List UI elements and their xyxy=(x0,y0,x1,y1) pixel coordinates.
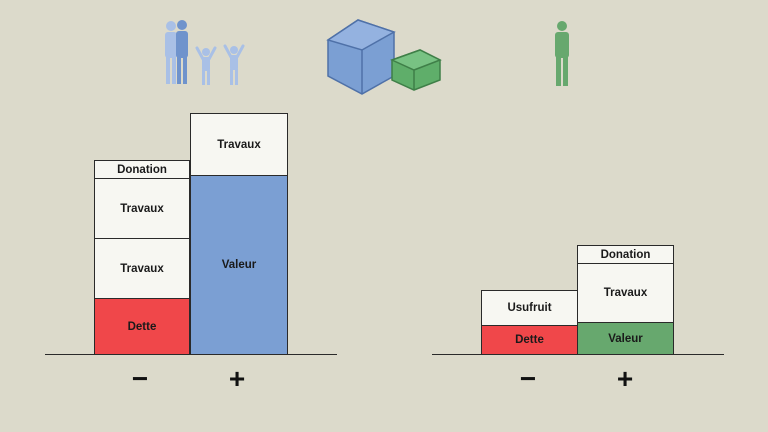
right-dette-label: Dette xyxy=(515,334,544,346)
left-donation-block: Donation xyxy=(94,160,190,179)
left-minus-sign: − xyxy=(131,363,149,394)
family-people-icon xyxy=(165,20,245,85)
left-donation-label: Donation xyxy=(117,163,167,176)
right-usufruit-label: Usufruit xyxy=(507,302,552,314)
left-travaux-label-2: Travaux xyxy=(120,262,164,275)
right-minus-sign: − xyxy=(519,363,537,394)
right-donation-block: Donation xyxy=(577,245,674,264)
right-travaux-label: Travaux xyxy=(603,287,648,299)
left-travaux-block-2: Travaux xyxy=(94,238,190,299)
house-building-icon xyxy=(326,19,442,95)
right-plus-sign: + xyxy=(616,363,634,394)
right-donation-label: Donation xyxy=(600,248,651,261)
right-valeur-block: Valeur xyxy=(577,322,674,355)
left-travaux-block-1: Travaux xyxy=(94,178,190,239)
left-travaux-label-1: Travaux xyxy=(120,202,164,215)
single-person-icon xyxy=(555,21,569,86)
left-dette-label: Dette xyxy=(127,320,157,333)
left-valeur-label: Valeur xyxy=(221,259,257,271)
left-valeur-block: Valeur xyxy=(190,175,288,355)
left-plus-travaux-block: Travaux xyxy=(190,113,288,176)
left-plus-sign: + xyxy=(228,363,246,394)
right-dette-block: Dette xyxy=(481,325,578,355)
right-valeur-label: Valeur xyxy=(608,332,643,345)
left-dette-block: Dette xyxy=(94,298,190,355)
right-usufruit-block: Usufruit xyxy=(481,290,578,326)
right-travaux-block: Travaux xyxy=(577,263,674,323)
left-plus-travaux-label: Travaux xyxy=(217,138,261,151)
